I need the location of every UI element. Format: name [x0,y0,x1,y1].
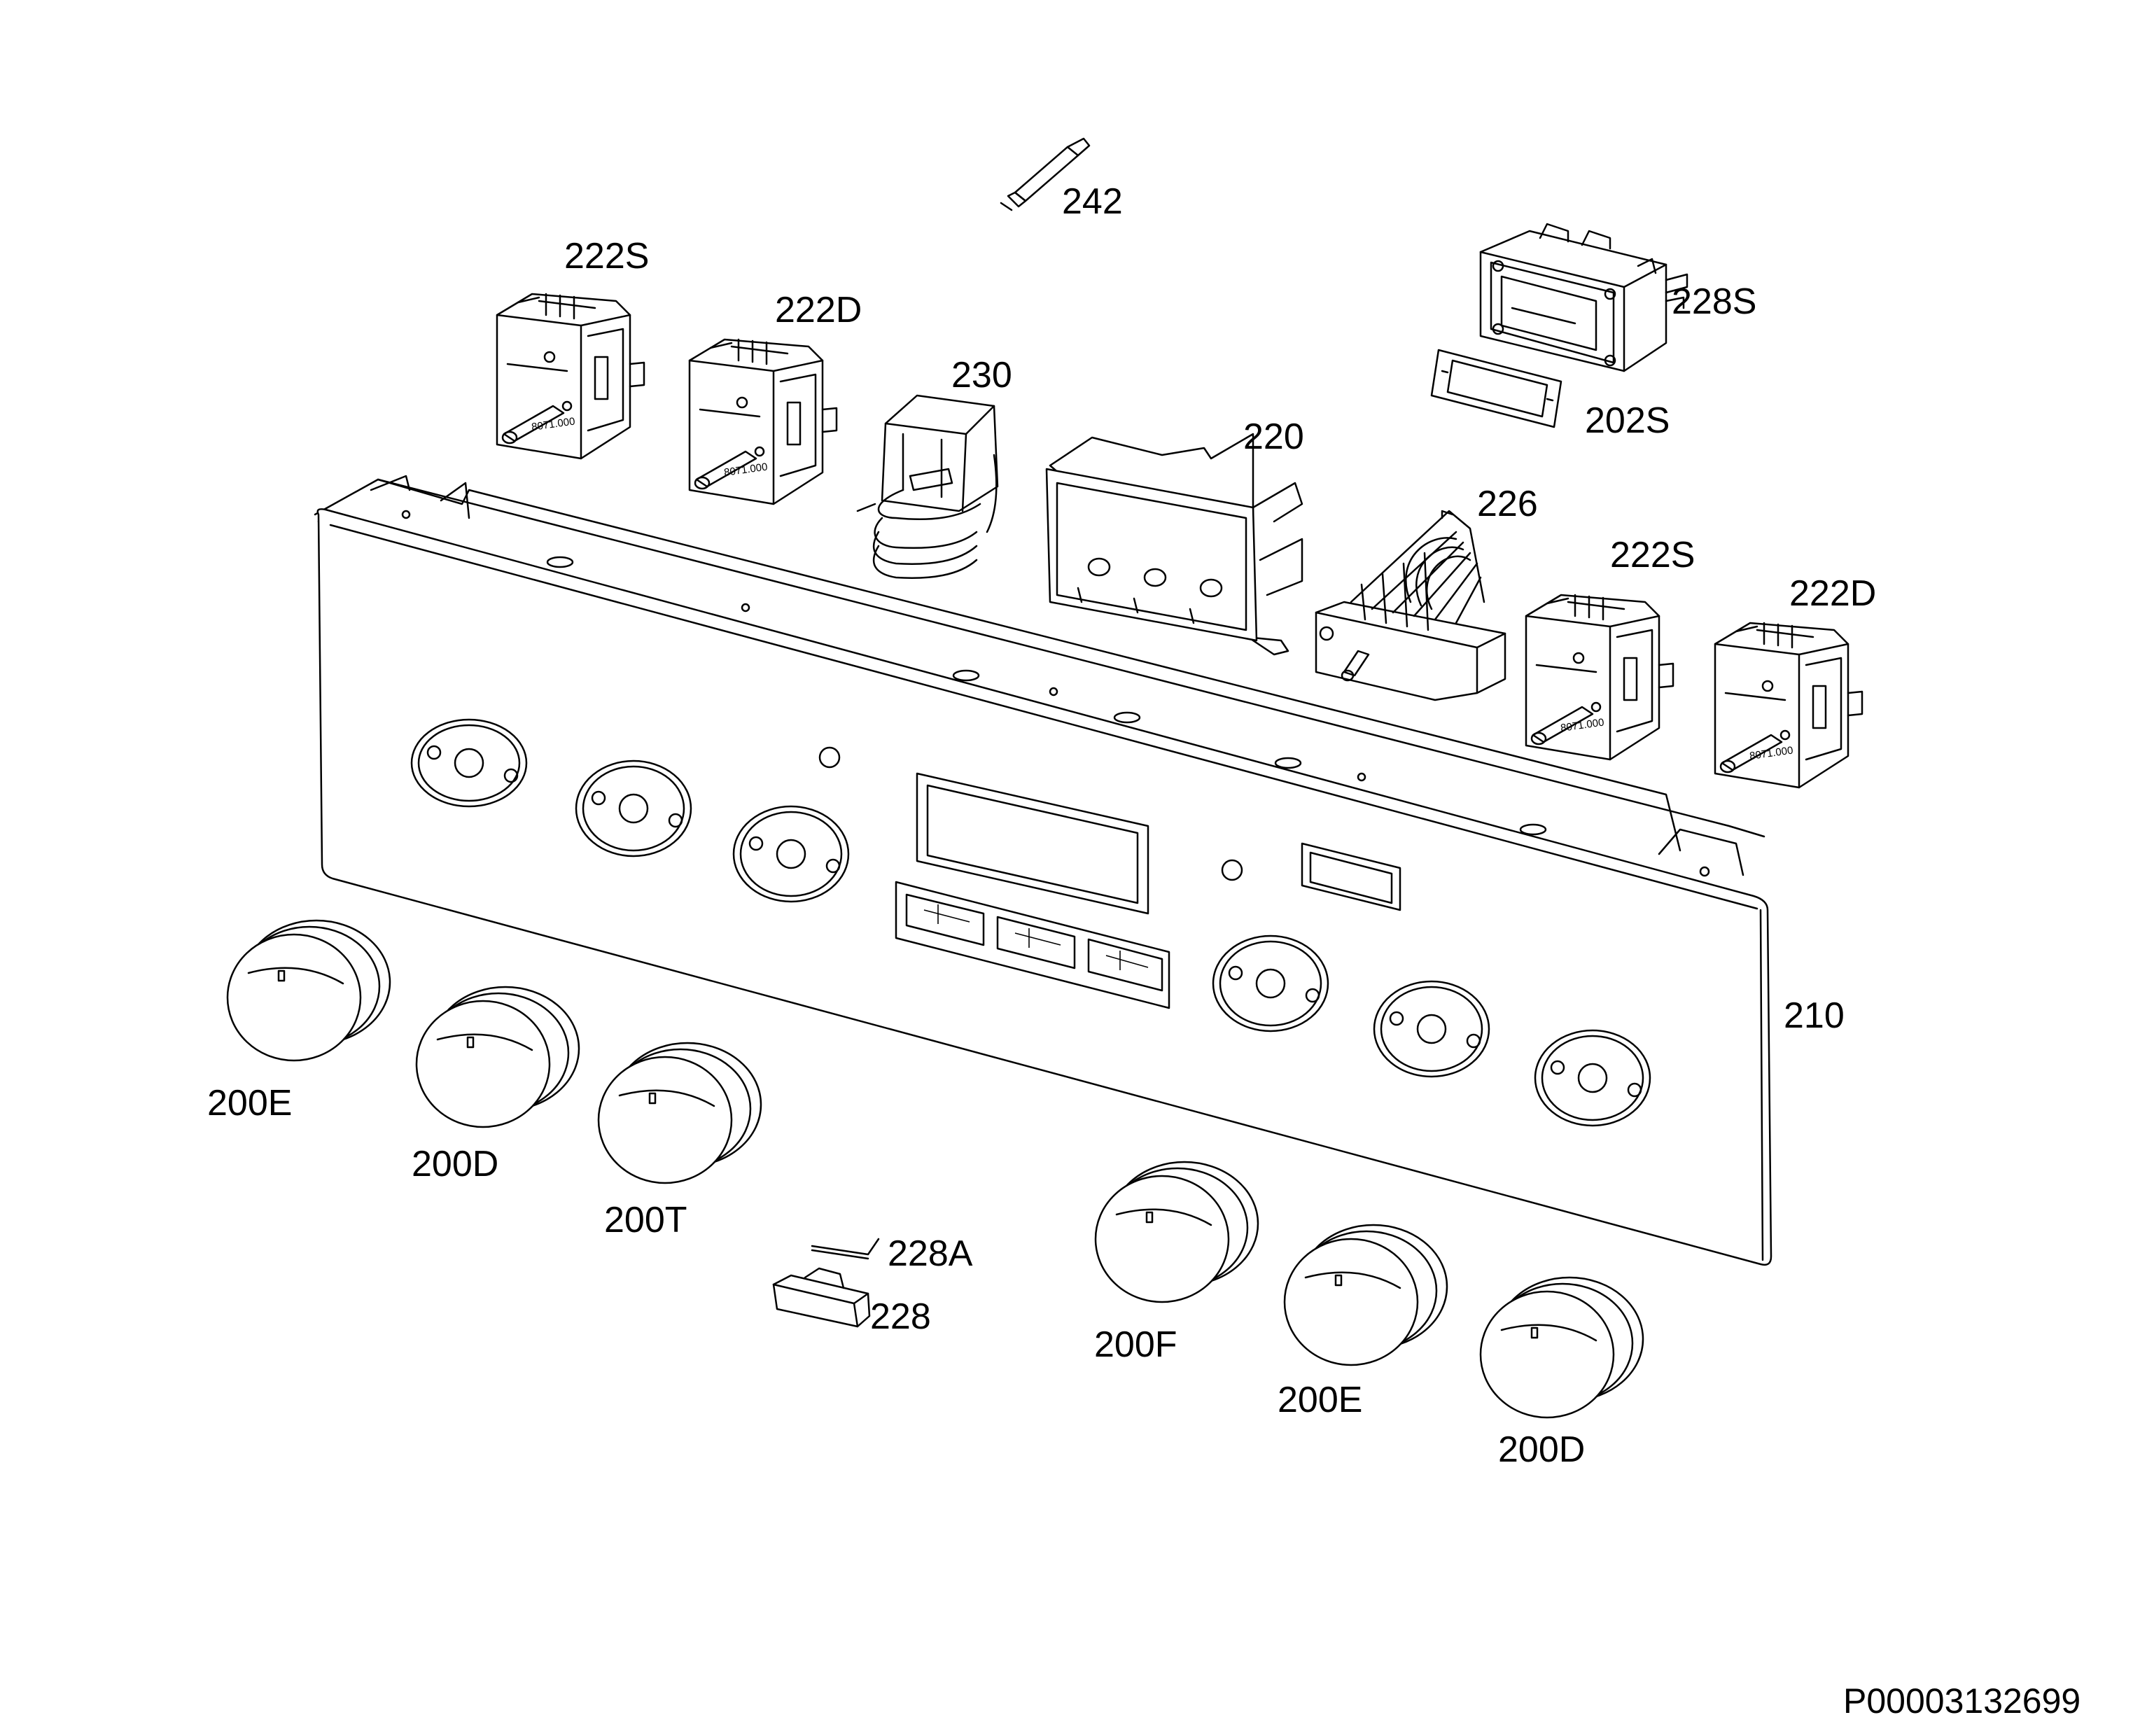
thermostat-230 [856,394,999,579]
energy-regulator: 8071.000 [1525,594,1674,761]
energy-regulator: 8071.000 [1714,622,1863,789]
button-switch-228S [1479,223,1688,372]
control-knob [226,919,391,1062]
clip-228A [811,1238,880,1260]
control-panel-210 [314,475,1772,1266]
label-222D-right: 222D [1789,573,1877,614]
label-200F: 200F [1094,1324,1177,1365]
label-226: 226 [1477,484,1538,524]
control-knob [415,986,580,1128]
label-222S-left: 222S [564,236,650,276]
control-knob [1283,1224,1448,1366]
control-knob [1479,1276,1644,1419]
label-200E-right: 200E [1278,1380,1363,1420]
lamp-228 [772,1267,871,1328]
control-knob [1094,1161,1259,1303]
label-222S-right: 222S [1610,535,1695,575]
display-module-220 [1045,433,1303,656]
label-200D-left: 200D [412,1144,499,1184]
gasket-202S [1430,349,1562,428]
knob-bezel [1373,980,1490,1078]
label-202S: 202S [1585,400,1670,441]
label-228: 228 [870,1296,931,1337]
label-228S: 228S [1672,281,1757,322]
knob-bezel [1534,1029,1651,1127]
drawing-code: P00003132699 [1843,1681,2081,1721]
label-200E-left: 200E [207,1083,293,1124]
energy-regulator: 8071.000 [496,293,645,460]
selector-switch-226 [1315,510,1506,701]
label-220: 220 [1243,416,1304,457]
sensor-242 [1000,137,1091,211]
knob-bezel [1212,934,1329,1032]
label-222D-left: 222D [775,290,862,330]
energy-regulator: 8071.000 [688,338,838,505]
label-210: 210 [1784,995,1845,1036]
control-knob [597,1042,762,1184]
label-200D-right: 200D [1498,1429,1586,1470]
label-228A: 228A [888,1233,973,1274]
label-230: 230 [951,355,1012,396]
label-200T: 200T [604,1200,687,1240]
knob-bezel [575,760,692,858]
knob-bezel [732,805,850,903]
label-242: 242 [1062,181,1123,222]
knob-bezel [410,718,528,808]
